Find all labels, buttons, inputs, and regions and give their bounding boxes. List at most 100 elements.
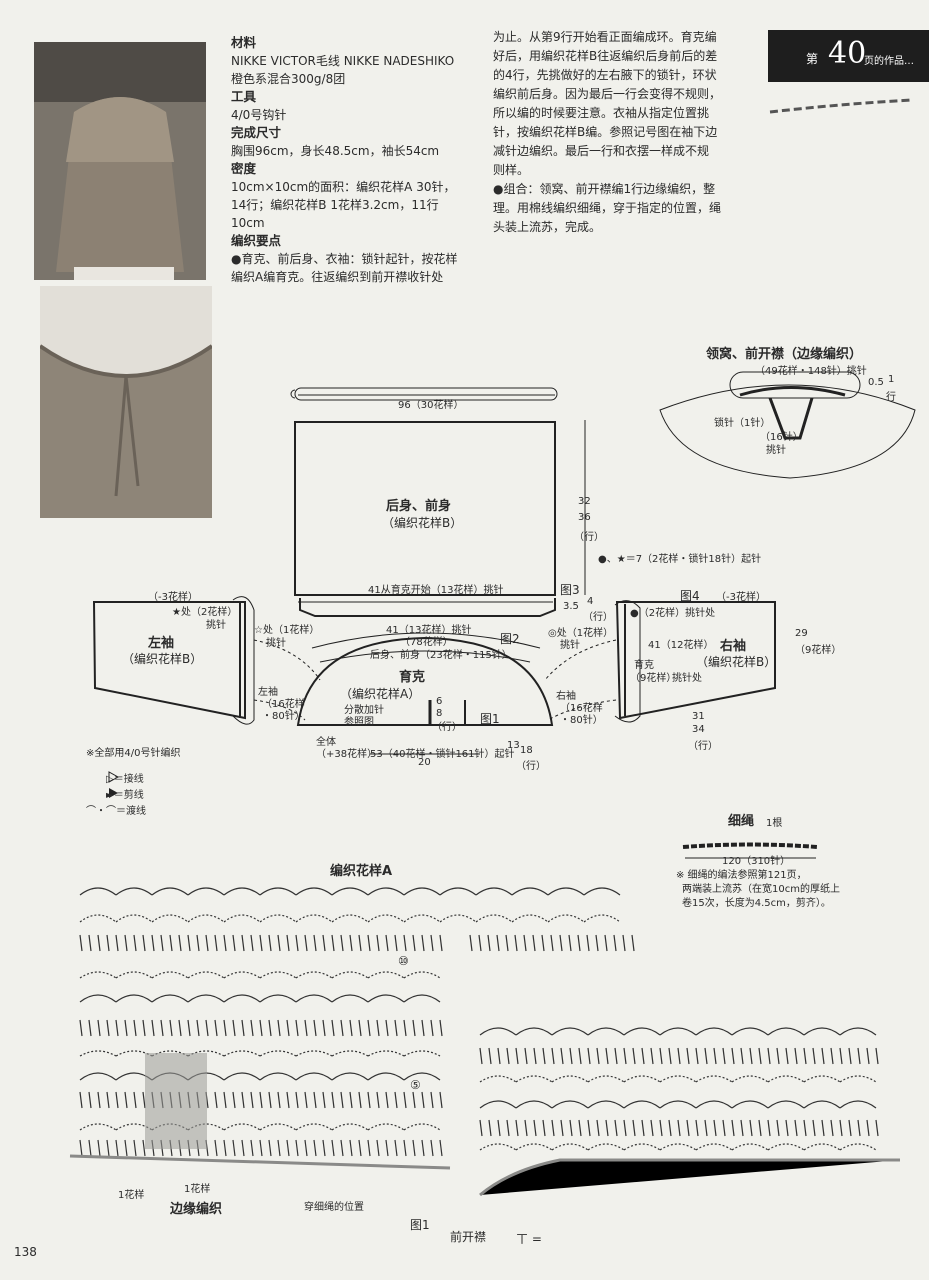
instr-line: 为止。从第9行开始看正面编成环。育克编 — [493, 30, 717, 44]
instr-line: ●组合：领窝、前开襟编1行边缘编织，整 — [493, 182, 716, 196]
ls-yoke-2: （16花样 — [262, 699, 305, 710]
instr-line: 则样。 — [493, 163, 530, 177]
ls-yoke-3: ・80针） — [262, 711, 305, 722]
points-line-1: ●育克、前后身、衣袖：锁针起针，按花样 — [231, 252, 458, 266]
instr-line: 好后，用编织花样B往返编织后身前后的差 — [493, 49, 718, 63]
body-height-1: 32 — [578, 496, 591, 507]
yoke-row: （行） — [432, 722, 462, 733]
instr-line: 所以编的时候要注意。衣袖从指定位置挑 — [493, 106, 710, 120]
neck-title: 领窝、前开襟（边缘编织） — [706, 347, 863, 362]
rs-ring: ◎处（1花样） — [548, 628, 614, 639]
fig2-label: 图2 — [500, 632, 520, 646]
cord-note-2: 两端装上流苏（在宽10cm的厚纸上 — [682, 884, 840, 895]
ls-title: 左袖 — [148, 636, 175, 651]
neck-right-3: 行 — [886, 392, 896, 403]
gap-4-row: （行） — [583, 612, 613, 623]
instr-line: 减针边编织。最后一行和衣摆一样成不规 — [493, 144, 710, 158]
chart-fig1: 图1 — [410, 1218, 430, 1232]
rs-dot: ●（2花样）挑针处 — [630, 608, 716, 619]
rs-w34: 34 — [692, 724, 705, 735]
heading-points: 编织要点 — [231, 233, 282, 248]
cord-note-1: ※ 细绳的编法参照第121页， — [676, 870, 807, 881]
rs-title: 右袖 — [720, 639, 747, 654]
chart-cord-position: 穿细绳的位置 — [304, 1202, 364, 1213]
gap-4: 4 — [587, 596, 594, 607]
neck-pick-label-2: 挑针 — [766, 445, 786, 456]
yoke-row-2: （行） — [516, 761, 546, 772]
star-note: ●、★＝7（2花样・锁针18针）起针 — [598, 554, 762, 565]
ls-tri: ☆处（1花样） — [254, 625, 320, 636]
banner-prefix: 第 — [806, 52, 819, 66]
rs-minus: （-3花样） — [716, 592, 766, 603]
material-line-1: NIKKE VICTOR毛线 NIKKE NADESHIKO — [231, 54, 455, 68]
body-pattern: （编织花样B） — [382, 516, 463, 530]
rs-yoke-r3: ・80针） — [560, 715, 603, 726]
yoke-fig1: 图1 — [480, 712, 500, 726]
tool-text: 4/0号钩针 — [231, 108, 287, 122]
cord-length: 120（310针） — [722, 856, 791, 867]
instr-line: 编织前后身。因为最后一行会变得不规则， — [493, 87, 722, 101]
yoke-r13: 13 — [507, 740, 520, 751]
body-pickup: 41从育克开始（13花样）挑针 — [368, 585, 504, 596]
banner-suffix: 页的作品… — [864, 56, 914, 67]
materials-block: 材料 NIKKE VICTOR毛线 NIKKE NADESHIKO 橙色系混合3… — [231, 34, 481, 286]
yoke-width-20: 20 — [418, 757, 431, 768]
legend-cut: ►＝剪线 — [106, 790, 144, 801]
yoke-start: 53（40花样・锁针161针）起针 — [370, 749, 515, 760]
gauge-line-1: 10cm×10cm的面积：编织花样A 30针， — [231, 180, 456, 194]
rs-ring-2: 挑针 — [560, 640, 580, 651]
photo-sweater-front — [34, 42, 206, 280]
gap-35: 3.5 — [563, 601, 579, 612]
page-number: 138 — [14, 1245, 37, 1259]
heading-tool: 工具 — [231, 89, 257, 104]
heading-gauge: 密度 — [231, 161, 257, 176]
banner-number: 40 — [828, 36, 867, 71]
yoke-total-1: 全体 — [316, 737, 336, 748]
body-width: 96（30花样） — [398, 400, 464, 411]
rs-h29: 29 — [795, 628, 808, 639]
chart-formula: ㄒ = — [516, 1232, 542, 1246]
stitch-chart — [79, 887, 879, 1157]
ls-pattern: （编织花样B） — [122, 652, 203, 666]
chart-repeat-2: 1花样 — [184, 1184, 211, 1195]
body-height-row: （行） — [574, 532, 604, 543]
cord-note-3: 卷15次，长度为4.5cm，剪齐）。 — [682, 898, 831, 909]
instr-line: 的4行，先挑做好的左右腋下的锁针，环状 — [493, 68, 717, 82]
rs-yoke-1: 育克 — [634, 660, 654, 671]
chart-row-10: ⑩ — [398, 954, 409, 968]
size-text: 胸围96cm，身长48.5cm，袖长54cm — [231, 144, 440, 158]
points-line-2: 编织A编育克。往返编织到前开襟收针处 — [231, 270, 444, 284]
gauge-line-3: 10cm — [231, 216, 265, 230]
heading-size: 完成尺寸 — [231, 125, 282, 140]
neck-right-1: 0.5 — [868, 377, 884, 388]
yoke-split-1: 分散加针 — [344, 705, 384, 716]
heading-material: 材料 — [231, 35, 257, 50]
chart-edge: 边缘编织 — [170, 1202, 223, 1217]
rs-yoke-3: 挑针处 — [672, 673, 702, 684]
rs-h29b: （9花样） — [795, 645, 842, 656]
cord-count: 1根 — [766, 818, 783, 829]
rs-yoke-r1: 右袖 — [556, 691, 576, 702]
instr-line: 理。用棉线编织细绳，穿于指定的位置，绳 — [493, 201, 722, 215]
yoke-r6: 6 — [436, 696, 443, 707]
body-title: 后身、前身 — [386, 499, 452, 514]
yoke-split-2: 参照图 — [344, 717, 374, 728]
cord-title: 细绳 — [728, 814, 755, 829]
yoke-r18: 18 — [520, 745, 533, 756]
photo-yoke-detail — [40, 286, 212, 518]
rs-wrow: （行） — [688, 741, 718, 752]
gauge-line-2: 14行；编织花样B 1花样3.2cm，11行 — [231, 198, 439, 212]
ls-star: ★处（2花样） — [172, 607, 238, 618]
rs-yoke-2: （9花样） — [630, 673, 677, 684]
neck-chain-label: 锁针（1针） — [714, 418, 771, 429]
page-reference-banner: 第 40 页的作品… — [768, 30, 929, 82]
rs-pattern: （编织花样B） — [696, 655, 777, 669]
legend-cross: ⌒・⌒＝渡线 — [86, 806, 146, 817]
instr-line: 头装上流苏，完成。 — [493, 220, 602, 234]
chart-repeat-1: 1花样 — [118, 1190, 145, 1201]
chart-front: 前开襟 — [450, 1230, 487, 1244]
yoke-78: （78花样） — [400, 637, 453, 648]
yoke-pattern: （编织花样A） — [340, 687, 421, 701]
ls-minus: （-3花样） — [148, 592, 198, 603]
